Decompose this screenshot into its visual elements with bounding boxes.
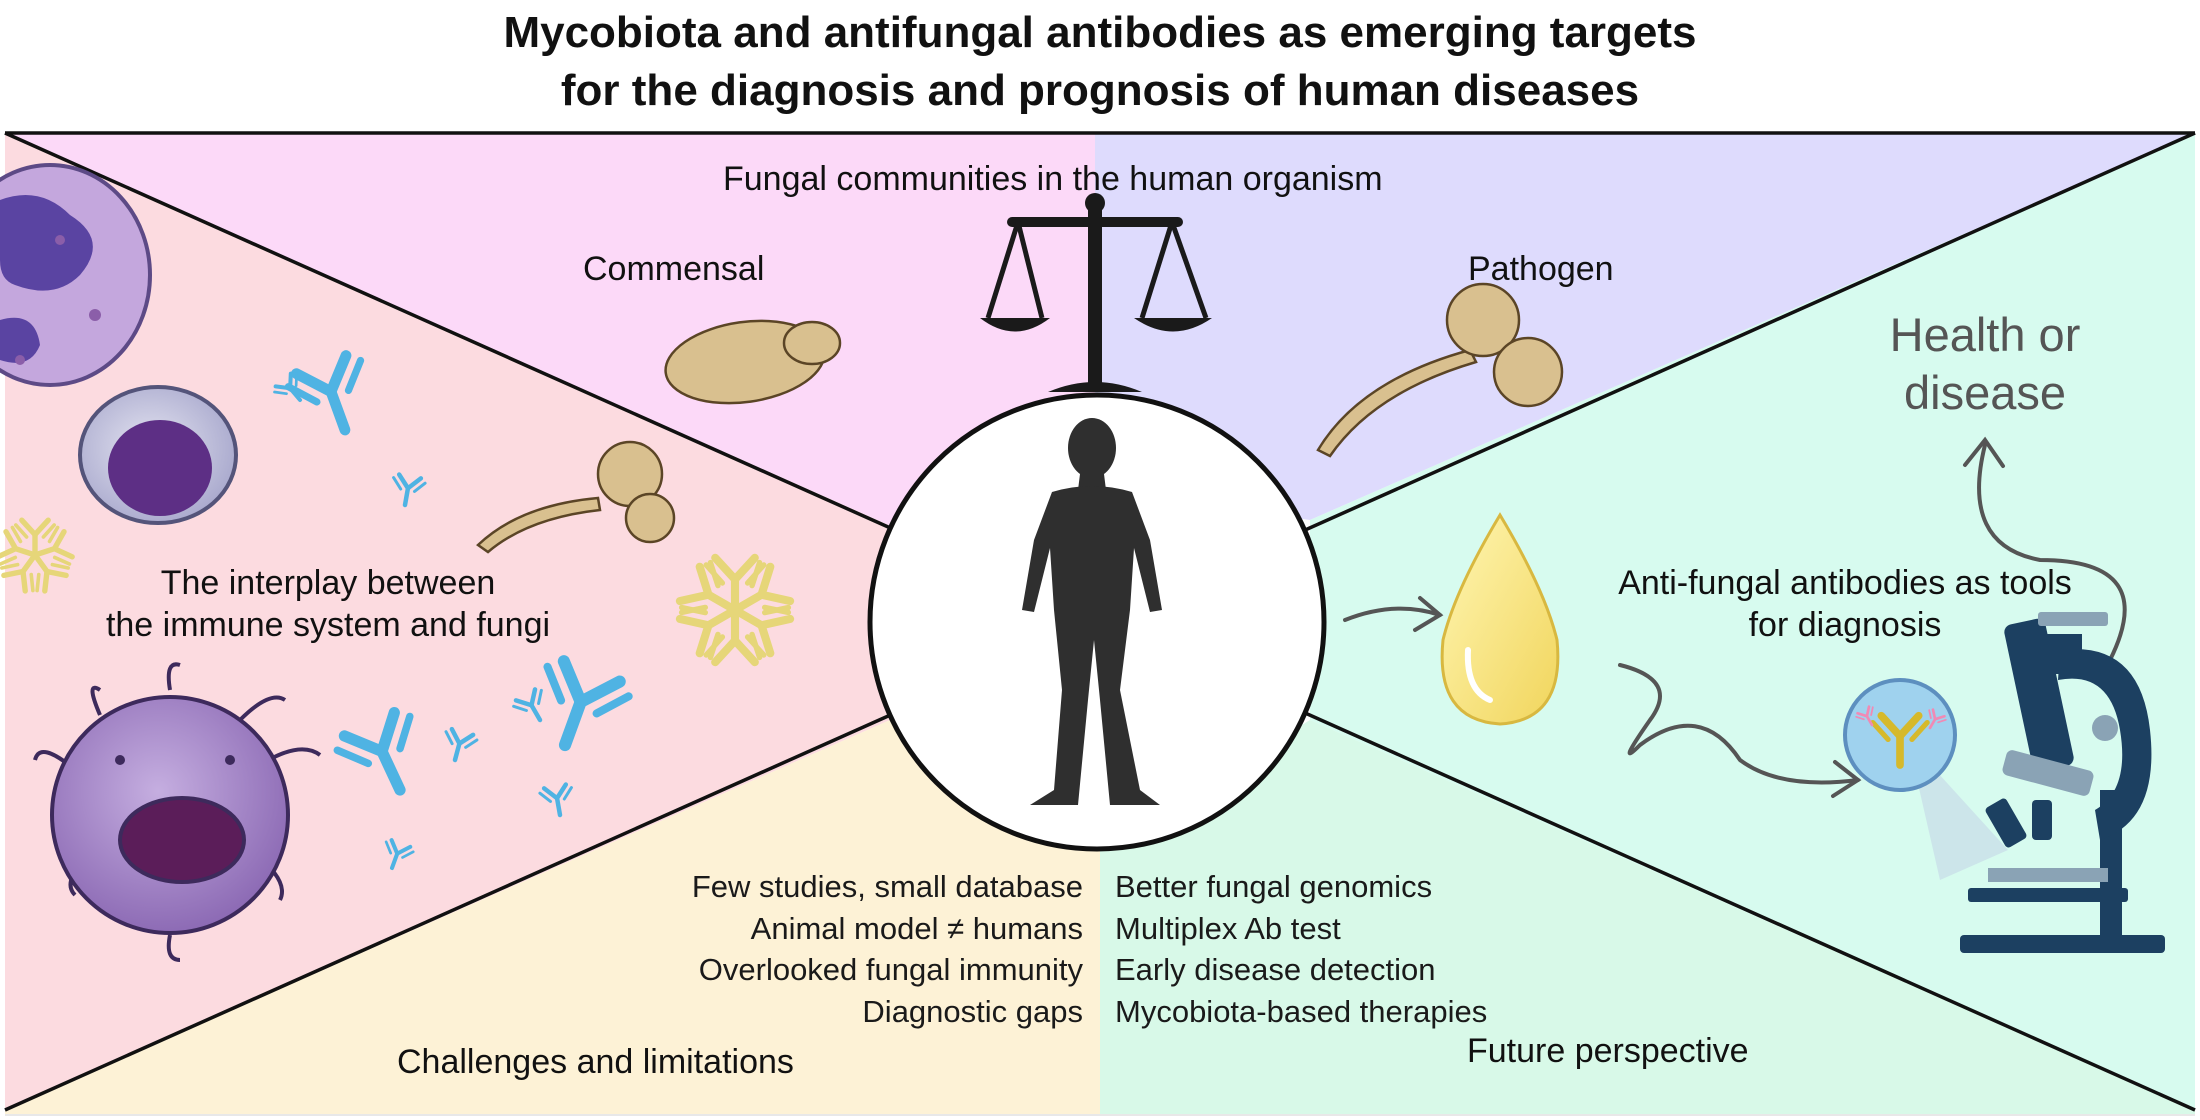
commensal-label: Commensal: [583, 250, 765, 288]
serum-drop-icon: [1440, 512, 1560, 726]
magnified-antibody-icon: [1843, 678, 2008, 880]
title-line-2: for the diagnosis and prognosis of human…: [560, 66, 1640, 115]
lymphocyte-cell-icon: [78, 385, 238, 525]
challenges-heading: Challenges and limitations: [397, 1043, 794, 1081]
flow-arrows: [1343, 436, 2127, 798]
neutrophil-cell-icon: [0, 163, 152, 387]
microscope-icon: [1960, 612, 2165, 953]
health-or-disease-label: Health or disease: [1840, 306, 2130, 422]
interplay-label: The interplay between the immune system …: [78, 562, 578, 646]
region-top-left-commensal: [5, 133, 1095, 530]
interplay-line-1: The interplay between: [160, 564, 496, 602]
region-bottom-challenges: [5, 720, 1100, 1115]
commensal-yeast-icon: [664, 319, 842, 405]
region-top-right-pathogen: [1095, 133, 2195, 520]
human-figure-icon: [1022, 418, 1162, 805]
region-right-antibodies: [1310, 133, 2195, 1110]
future-heading: Future perspective: [1467, 1032, 1749, 1070]
diagram-title: Mycobiota and antifungal antibodies as e…: [0, 4, 2200, 120]
antibodies-tools-line-2: for diagnosis: [1748, 606, 1942, 644]
challenge-item: Diagnostic gaps: [862, 993, 1083, 1029]
pathogen-fungus-icon: [1316, 282, 1564, 458]
challenge-item: Overlooked fungal immunity: [698, 952, 1083, 987]
challenge-item: Few studies, small database: [691, 869, 1083, 904]
title-line-1: Mycobiota and antifungal antibodies as e…: [503, 8, 1697, 57]
health-or-disease-line-2: disease: [1904, 366, 2066, 419]
antibodies-tools-label: Anti-fungal antibodies as tools for diag…: [1580, 562, 2110, 646]
future-item: Better fungal genomics: [1115, 869, 1433, 904]
antibodies-tools-line-1: Anti-fungal antibodies as tools: [1618, 564, 2072, 602]
challenges-list: Few studies, small database Animal model…: [692, 866, 1083, 1032]
health-or-disease-line-1: Health or: [1889, 308, 2081, 361]
interplay-line-2: the immune system and fungi: [105, 606, 551, 644]
balance-scale-icon: [980, 193, 1212, 392]
dendritic-cell-icon: [33, 662, 322, 962]
challenge-item: Animal model ≠ humans: [750, 910, 1083, 946]
future-item: Multiplex Ab test: [1115, 910, 1341, 946]
future-item: Early disease detection: [1115, 952, 1436, 987]
future-list: Better fungal genomics Multiplex Ab test…: [1115, 866, 1487, 1032]
pathogen-label: Pathogen: [1468, 250, 1614, 288]
region-bottom-future: [1100, 720, 2195, 1115]
left-fungus-icon: [476, 440, 676, 554]
fungal-communities-label: Fungal communities in the human organism: [723, 160, 1383, 198]
future-item: Mycobiota-based therapies: [1115, 993, 1488, 1029]
